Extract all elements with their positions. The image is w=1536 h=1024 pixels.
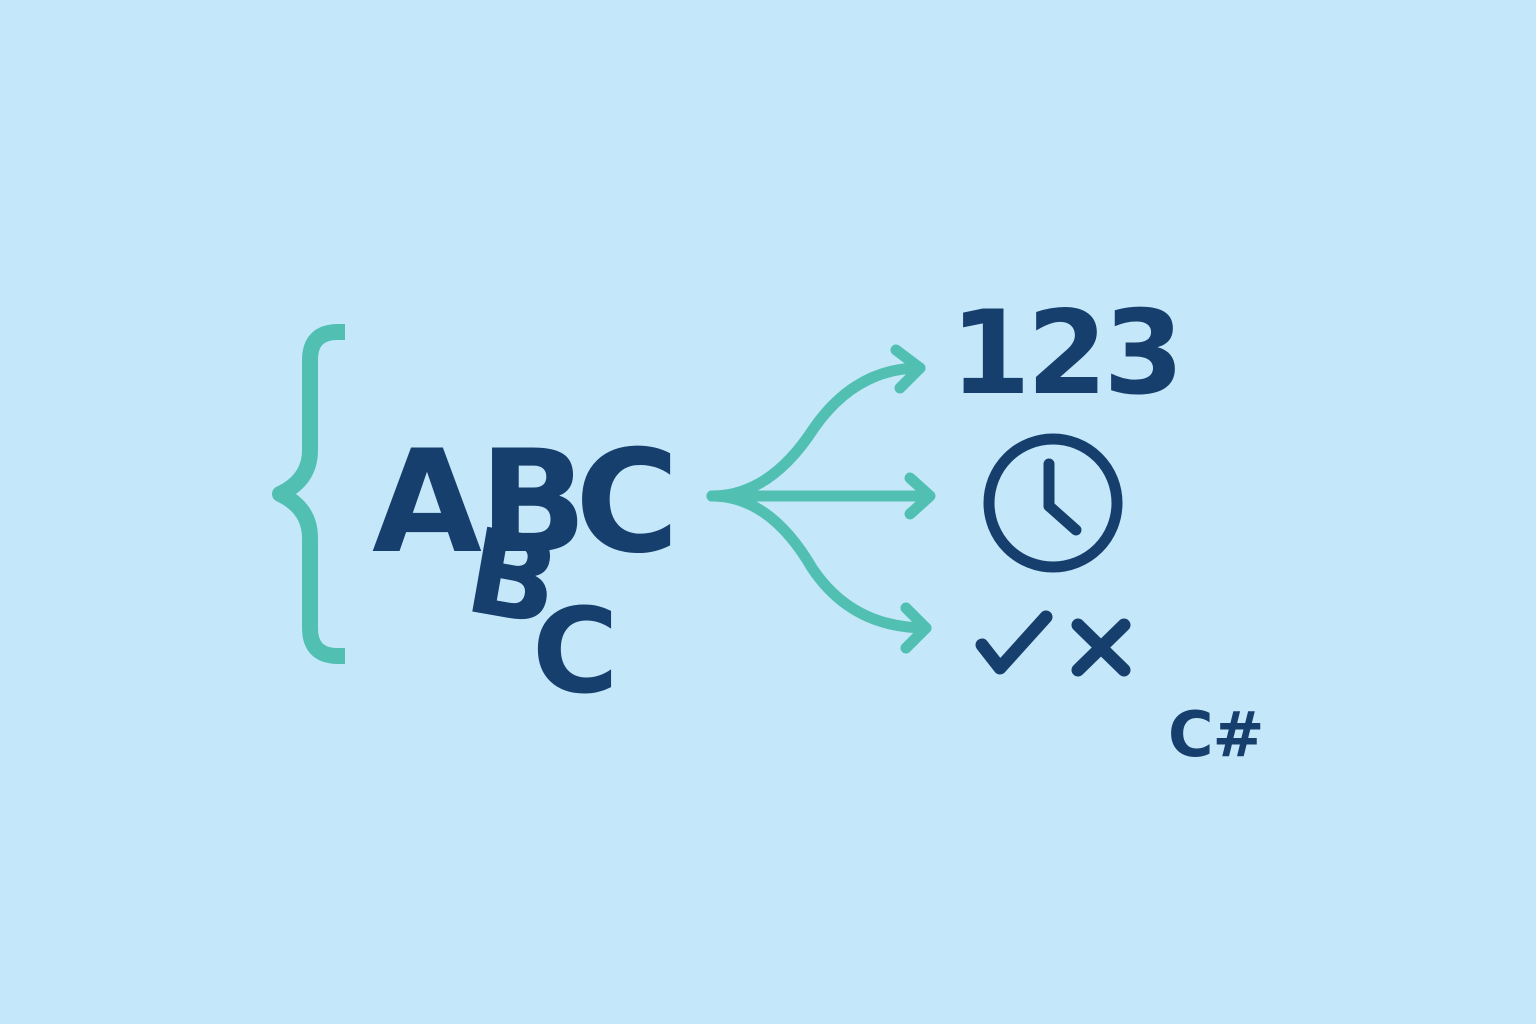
- check-icon: [975, 610, 1053, 675]
- arrow-right-icon: [904, 472, 936, 520]
- input-letter-c: C: [575, 420, 680, 585]
- arrow-down-branch: [706, 490, 932, 634]
- arrow-right-icon: [900, 602, 932, 654]
- language-label: C#: [1168, 698, 1264, 771]
- input-letter-c-offset: C: [532, 582, 619, 720]
- curly-brace-icon: [272, 324, 346, 664]
- input-letter-b: B: [479, 420, 588, 585]
- number-output: 123: [950, 286, 1184, 421]
- branch-arrows: [706, 344, 936, 654]
- cross-icon: [1071, 618, 1131, 677]
- input-letter-a: A: [372, 420, 482, 585]
- clock-icon: [983, 433, 1123, 573]
- arrow-up-branch: [706, 362, 926, 502]
- arrow-right-icon: [890, 344, 926, 394]
